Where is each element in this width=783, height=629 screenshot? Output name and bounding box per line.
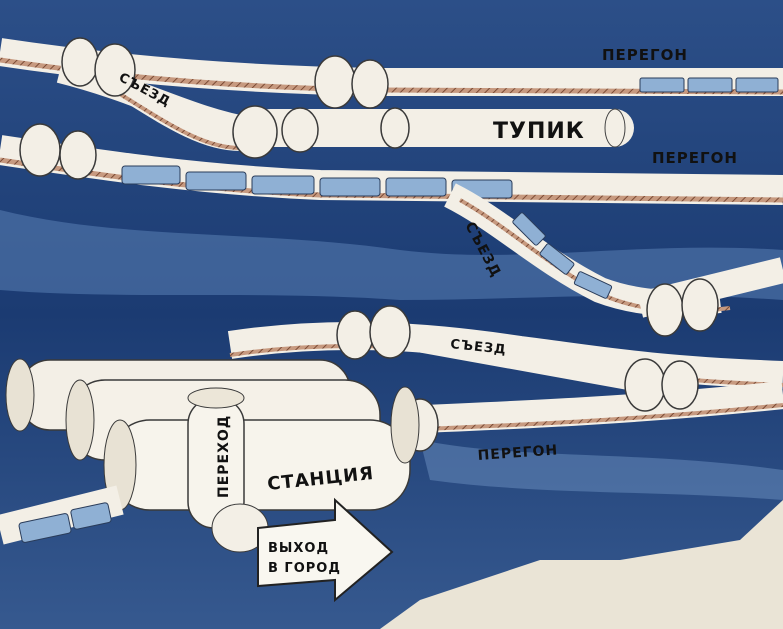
label-tupik: ТУПИК xyxy=(493,119,585,144)
label-exit-line1: ВЫХОД xyxy=(268,541,329,556)
tupik-end xyxy=(605,109,625,147)
train-top xyxy=(640,78,778,92)
label-peregon-top: ПЕРЕГОН xyxy=(602,46,688,64)
label-exit-line2: В ГОРОД xyxy=(268,561,341,576)
label-perehod: ПЕРЕХОД xyxy=(216,415,232,498)
label-peregon-mid: ПЕРЕГОН xyxy=(652,149,738,167)
